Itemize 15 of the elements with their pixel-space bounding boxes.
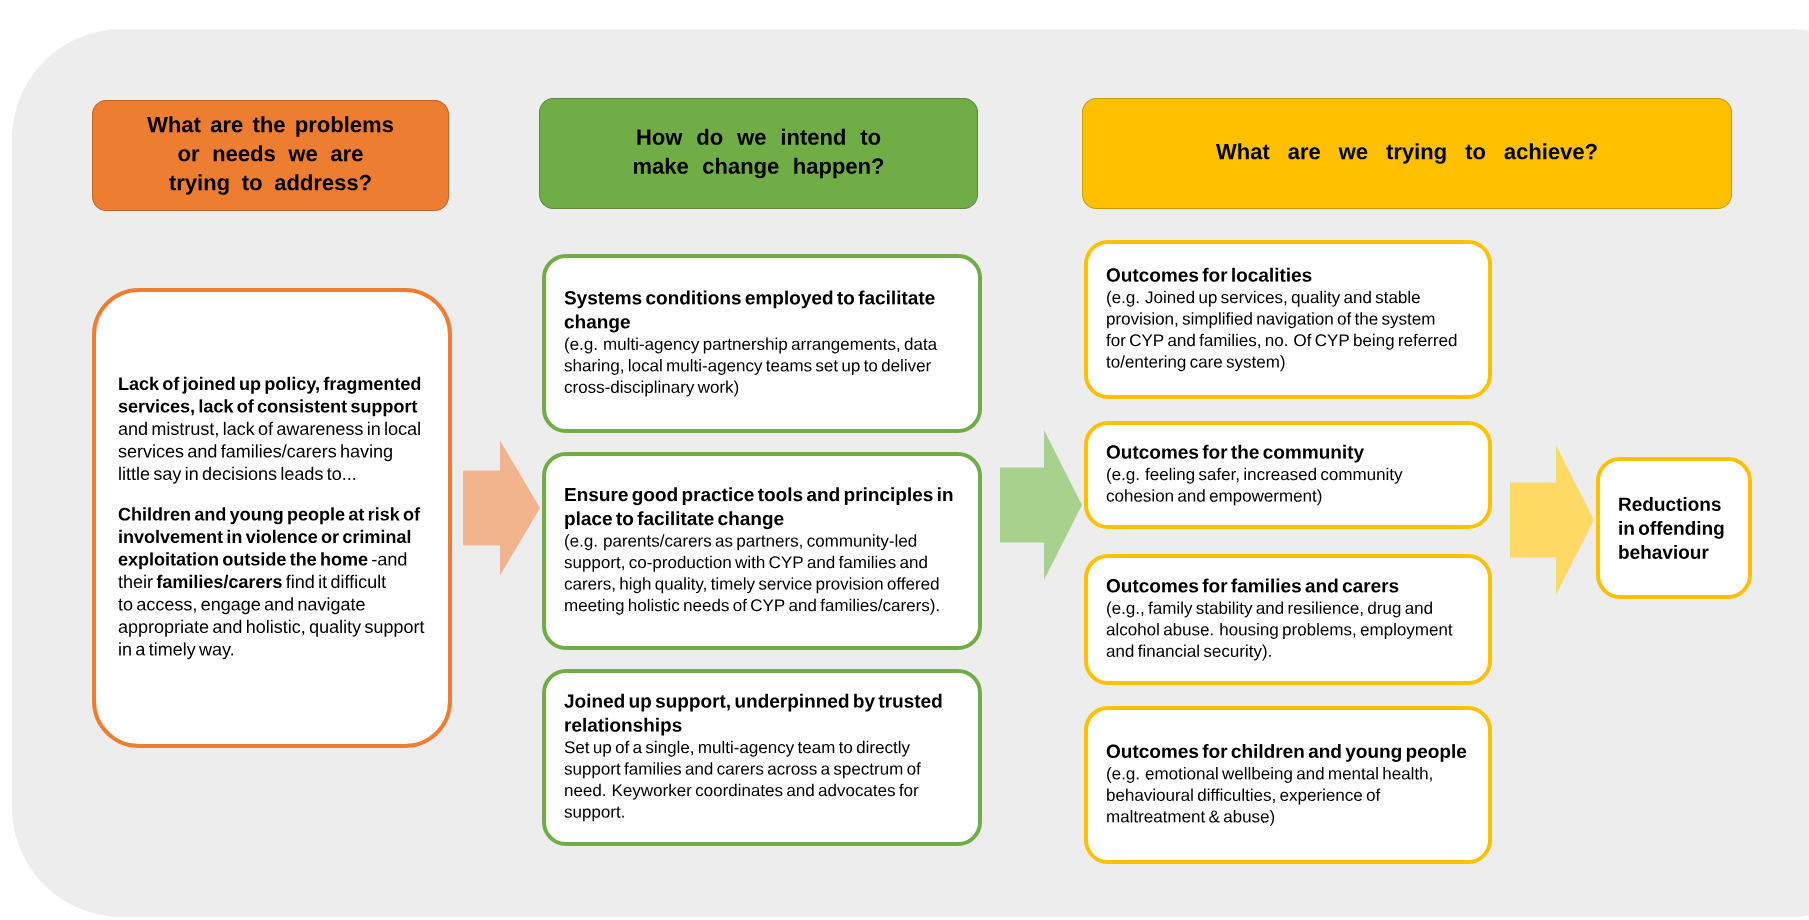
outcome-box: Outcomes for children and young people (e.g. emotional wellbeing and mental health, behavioural difficulties, experience of maltreatment & abuse): [1084, 706, 1492, 864]
result-box: Reductions in offending behaviour: [1596, 457, 1752, 599]
block-arrow: [1000, 430, 1082, 580]
block-arrow: [1510, 445, 1594, 595]
heading-box: What are we trying to achieve?: [1082, 98, 1732, 209]
heading-box: How do we intend to make change happen?: [539, 98, 978, 209]
outcome-box: Outcomes for localities (e.g. Joined up services, quality and stable provision, simplified navigation of the system for CYP and families, no. Of CYP being referred to/entering care system): [1084, 240, 1492, 399]
approach-box: Joined up support, underpinned by trusted relationships Set up of a single, multi-agency team to directly support families and carers across a spectrum of need. Keyworker coordinates and advocates for support.: [542, 669, 982, 846]
outcome-box: Outcomes for the community (e.g. feeling safer, increased community cohesion and empowerment): [1084, 421, 1492, 529]
approach-box: Systems conditions employed to facilitate change (e.g. multi-agency partnership arrangements, data sharing, local multi-agency teams set up to deliver cross-disciplinary work): [542, 254, 982, 433]
problem-box: Lack of joined up policy, fragmented services, lack of consistent support and mistrust, lack of awareness in local services and families/carers having little say in decisions leads to... Children and young people at risk of involvement in violence or criminal exploitation outside the home -and their families/carers find it difficult to access, engage and navigate appropriate and holistic, quality support in a timely way.: [92, 288, 452, 748]
block-arrow: [463, 440, 540, 576]
approach-box: Ensure good practice tools and principles in place to facilitate change (e.g. parents/carers as partners, community-led support, co-production with CYP and families and carers, high quality, timely service provision offered meeting holistic needs of CYP and families/carers).: [542, 452, 982, 650]
heading-box: What are the problems or needs we are trying to address?: [92, 100, 449, 211]
outcome-box: Outcomes for families and carers (e.g., family stability and resilience, drug and alcohol abuse. housing problems, employment and financial security).: [1084, 554, 1492, 685]
